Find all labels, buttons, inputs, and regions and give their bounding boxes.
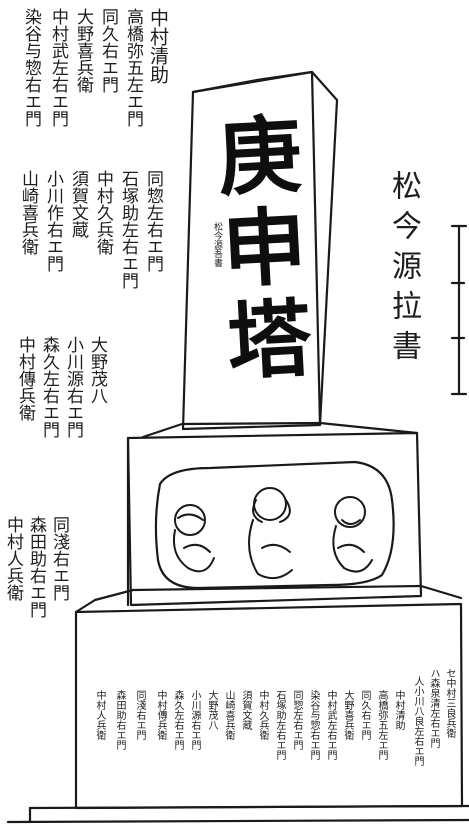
base-name-column: 大野喜兵衛 <box>342 690 353 740</box>
pillar-top-ridge <box>191 70 314 94</box>
base-name-column: 中村武左右エ門 <box>325 690 336 760</box>
base-name-column: 中村人兵衛 <box>94 690 105 740</box>
name-column: 染谷与惣右エ門 <box>21 8 41 127</box>
monkey-speak-no-evil <box>332 496 373 573</box>
title-sub-inscription: 松今源吾書 <box>212 222 222 267</box>
base-name-column: セ中村三良兵衛 <box>444 668 455 738</box>
name-column: 同久右エ門 <box>98 8 118 93</box>
name-column: 同淺右エ門 <box>49 516 69 601</box>
base-name-column: 高橋弥五左エ門 <box>376 690 387 760</box>
base-name-column: 森久左右エ門 <box>172 690 183 750</box>
base-name-column: 山崎喜兵衛 <box>223 690 234 740</box>
name-column: 大野喜兵衛 <box>73 8 93 93</box>
base-name-column: 須賀文蔵 <box>240 690 251 730</box>
name-column: 須賀文蔵 <box>68 170 88 238</box>
monument-title: 庚申塔 <box>201 109 316 391</box>
name-column: 高橋弥五左エ門 <box>123 8 143 127</box>
base-name-column: 石塚助左右エ門 <box>274 690 285 760</box>
middle-tier <box>126 431 423 607</box>
base-name-column: 中村清助 <box>393 690 404 730</box>
name-column: 山崎喜兵衛 <box>18 170 38 255</box>
monkey-relief-panel <box>154 460 395 590</box>
name-column: 中村傳兵衛 <box>15 336 35 421</box>
base-name-column: ハ森泉清左右エ門 <box>428 668 439 748</box>
name-column: 中村清助 <box>147 8 169 84</box>
monkey-see-no-evil <box>172 504 215 573</box>
name-column: 小川源右エ門 <box>63 336 83 438</box>
base-name-column: 同惣左右エ門 <box>291 690 302 750</box>
name-column: 中村久兵衛 <box>93 170 113 255</box>
name-column: 大野茂八 <box>87 336 107 404</box>
base-tier-top <box>93 584 463 602</box>
base-name-column: 人小川八良左右エ門 <box>412 676 423 766</box>
monkey-hear-no-evil <box>248 487 293 580</box>
name-column: 中村人兵衛 <box>3 516 23 601</box>
calligrapher-note: 松今源拉書 <box>386 170 421 370</box>
base-name-column: 中村久兵衛 <box>257 690 268 740</box>
base-name-column: 同久右エ門 <box>359 690 370 740</box>
name-column: 中村武左右エ門 <box>48 8 68 127</box>
base-name-column: 森田助右エ門 <box>114 690 125 750</box>
name-column: 森田助右エ門 <box>26 516 46 618</box>
middle-tier-top <box>141 421 419 439</box>
base-name-column: 染谷与惣右エ門 <box>308 690 319 760</box>
ground-line <box>28 804 469 810</box>
base-name-column: 同淺右エ門 <box>134 690 145 740</box>
base-name-column: 中村傳兵衛 <box>155 690 166 740</box>
name-column: 同惣左右エ門 <box>143 170 163 272</box>
name-column: 森久左右エ門 <box>39 336 59 438</box>
measure-bracket <box>450 224 468 396</box>
base-name-column: 大野茂八 <box>206 690 217 730</box>
name-column: 石塚助左右エ門 <box>118 170 138 289</box>
base-name-column: 小川源右エ門 <box>189 690 200 750</box>
name-column: 小川作右エ門 <box>43 170 63 272</box>
